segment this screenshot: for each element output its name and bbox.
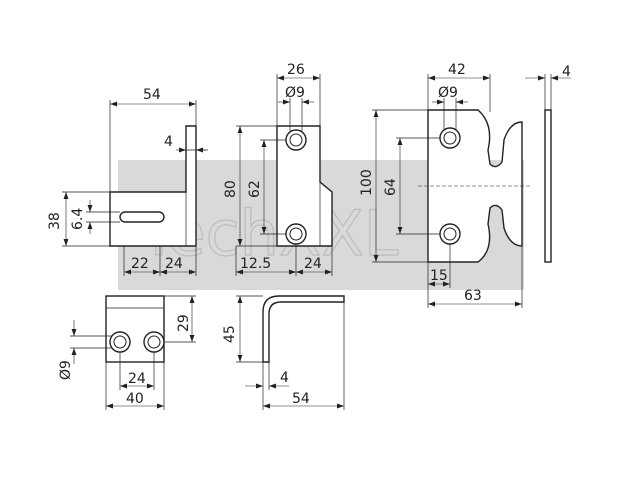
view-catch-plate: 42 Ø9 100 64 15 63 xyxy=(359,62,530,308)
dim-v3-height: 100 xyxy=(359,169,375,196)
dim-v2-a: 12.5 xyxy=(240,256,271,272)
dim-v1-wall: 4 xyxy=(164,134,173,150)
dim-v3-a: 15 xyxy=(430,268,448,284)
dim-v3-width: 42 xyxy=(448,62,466,78)
dim-v2-height: 80 xyxy=(223,180,239,198)
dim-v3-pitch: 64 xyxy=(383,178,399,196)
dim-v1-width: 54 xyxy=(143,87,161,103)
view-angle-profile: 45 4 54 xyxy=(222,295,345,410)
dim-v5-height: 29 xyxy=(176,314,192,332)
dim-v3-hole: Ø9 xyxy=(438,85,458,101)
dim-v2-width: 26 xyxy=(287,62,305,78)
dim-v1-height: 38 xyxy=(47,212,63,230)
dim-v2-pitch: 62 xyxy=(247,180,263,198)
dim-v5-hole: Ø9 xyxy=(58,360,74,380)
dim-v4-thick: 4 xyxy=(562,64,571,80)
dim-v1-slot: 6.4 xyxy=(70,208,86,230)
dim-v6-height: 45 xyxy=(222,325,238,343)
dim-v6-wall: 4 xyxy=(280,370,289,386)
dim-v2-b: 24 xyxy=(304,256,322,272)
dim-v1-a: 22 xyxy=(131,256,149,272)
view-catch-plate-side: 4 xyxy=(525,64,571,263)
dim-v5-width: 40 xyxy=(126,391,144,407)
dim-v1-b: 24 xyxy=(165,256,183,272)
dim-v5-pitch: 24 xyxy=(128,371,146,387)
dim-v2-hole: Ø9 xyxy=(285,85,305,101)
dim-v6-width: 54 xyxy=(292,391,310,407)
view-bracket-top: 29 Ø9 24 40 xyxy=(58,295,196,410)
dim-v3-b: 63 xyxy=(464,288,482,304)
view-plate-front: 26 Ø9 80 62 12.5 24 xyxy=(223,62,333,276)
view-bracket-front: 54 4 38 6.4 22 24 xyxy=(47,87,208,276)
